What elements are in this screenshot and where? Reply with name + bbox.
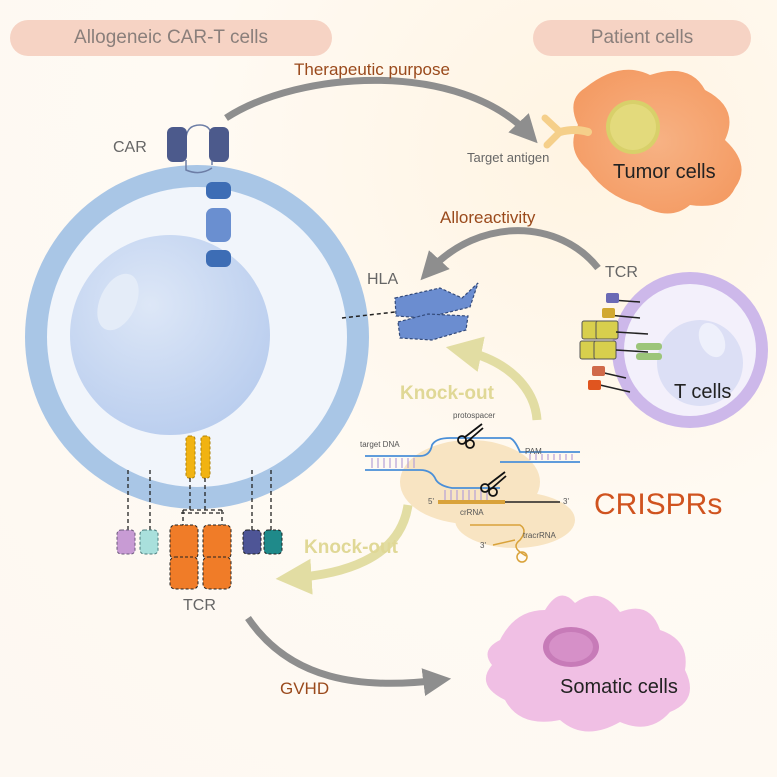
knockout-top-label: Knock-out <box>400 383 494 404</box>
car-t-nucleus <box>70 235 270 435</box>
tracrrna-label: tracrRNA <box>523 531 556 540</box>
therapeutic-label: Therapeutic purpose <box>294 60 450 79</box>
allogeneic-header: Allogeneic CAR-T cells <box>10 20 332 56</box>
alloreactivity-label: Alloreactivity <box>440 208 536 227</box>
gvhd-arrow <box>245 616 452 696</box>
car-t-cell <box>25 165 369 509</box>
car-domain-right <box>209 127 229 162</box>
t-cell <box>579 272 768 428</box>
somatic-label: Somatic cells <box>560 676 678 698</box>
tcr-left-label: TCR <box>183 597 216 614</box>
five-prime-label: 5' <box>428 497 434 506</box>
scissors-icon <box>480 471 507 497</box>
protospacer-label: protospacer <box>453 411 496 420</box>
hla-molecule <box>341 282 479 341</box>
three-prime-label-a: 3' <box>563 497 569 506</box>
therapeutic-arrow <box>224 76 538 144</box>
three-prime-label-b: 3' <box>480 541 486 550</box>
tumor-label: Tumor cells <box>613 161 716 183</box>
target-antigen-label: Target antigen <box>467 150 550 165</box>
knockout-arrow-bottom <box>275 504 413 595</box>
tcr-complex <box>116 435 283 590</box>
target-dna-label: target DNA <box>360 440 400 449</box>
tumor-cell <box>541 69 742 214</box>
tcells-label: T cells <box>674 381 732 403</box>
knockout-bottom-label: Knock-out <box>304 537 398 558</box>
crisprs-label: CRISPRs <box>594 488 723 521</box>
car-label: CAR <box>113 139 147 156</box>
patient-header: Patient cells <box>533 20 751 56</box>
car-domain-left <box>167 127 187 162</box>
crispr-mechanism <box>365 437 580 563</box>
gvhd-label: GVHD <box>280 679 330 698</box>
scissors-icon <box>457 423 484 449</box>
tcr-right-label: TCR <box>605 264 638 281</box>
crrna-label: crRNA <box>460 508 484 517</box>
nucleus-highlight <box>97 273 139 331</box>
car-receptor <box>167 124 231 267</box>
somatic-cell <box>485 595 690 732</box>
alloreactivity-arrow <box>420 227 601 281</box>
knockout-arrow-top <box>445 336 542 421</box>
pam-label: PAM <box>525 447 542 456</box>
hla-label: HLA <box>367 271 399 288</box>
